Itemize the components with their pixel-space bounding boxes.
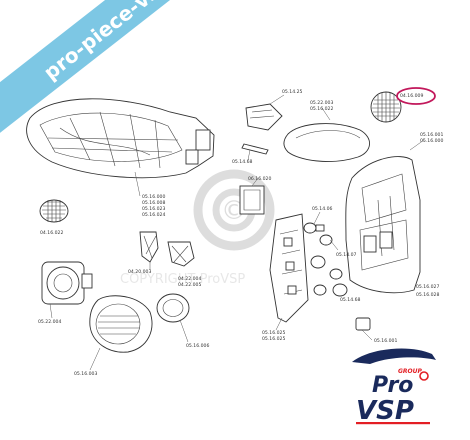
socket-part bbox=[245, 94, 285, 131]
ring-part bbox=[156, 293, 190, 343]
label-05-16-028: 05.16.028 bbox=[416, 292, 439, 298]
label-04-16-022: 04.16.022 bbox=[40, 230, 63, 236]
fog-housing bbox=[41, 261, 93, 319]
label-05-16-000-b: 05.16.000 bbox=[142, 194, 165, 200]
holder-part bbox=[239, 177, 265, 215]
clip-parts bbox=[139, 231, 195, 270]
banner-band bbox=[0, 0, 248, 137]
label-05-16-025-b: 05.16.025 bbox=[262, 336, 285, 342]
bulb-carrier bbox=[269, 213, 309, 331]
small-cap bbox=[355, 317, 373, 341]
logo-tag: GROUP bbox=[398, 368, 423, 375]
label-04-20-003: 04.20.003 bbox=[128, 269, 151, 275]
label-05-16-022: 05.16.022 bbox=[310, 106, 333, 112]
rear-lamp-housing bbox=[345, 139, 425, 294]
label-04-22-005: 04.22.005 bbox=[178, 282, 201, 288]
label-05-14-07: 05.14.07 bbox=[336, 252, 357, 258]
label-05-16-001-b: 05.16.001 bbox=[374, 338, 397, 344]
label-05-16-003: 05.16.003 bbox=[74, 371, 97, 377]
rod-part bbox=[241, 143, 269, 161]
lens-strip bbox=[283, 107, 370, 162]
logo-dot bbox=[419, 371, 429, 381]
label-05-14-68: 05.14.68 bbox=[232, 159, 253, 165]
label-05-16-001-a: 05.16.001 bbox=[420, 132, 443, 138]
label-06-16-020: 06.16.020 bbox=[248, 176, 271, 182]
label-05-16-025-a: 05.16.025 bbox=[262, 330, 285, 336]
label-05-16-023: 05.16.023 bbox=[142, 206, 165, 212]
label-05-16-008: 05.16.008 bbox=[142, 200, 165, 206]
label-05-16-024: 05.16.024 bbox=[142, 212, 165, 218]
round-lens-left bbox=[39, 199, 69, 223]
bulbs bbox=[303, 211, 348, 297]
label-05-14-06: 05.14.06 bbox=[312, 206, 333, 212]
round-lens-right bbox=[370, 91, 402, 123]
part-labels: 04.16.022 05.14.25 05.22.003 05.16.022 0… bbox=[38, 89, 443, 377]
label-05-16-006: 05.16.006 bbox=[186, 343, 209, 349]
highlight-circle bbox=[396, 87, 436, 105]
provsp-logo: GROUP Pro VSP bbox=[352, 348, 436, 426]
logo-line2: VSP bbox=[356, 396, 414, 426]
label-05-22-004: 05.22.004 bbox=[38, 319, 61, 325]
label-04-22-004: 04.22.004 bbox=[178, 276, 201, 282]
round-lamp bbox=[89, 295, 153, 371]
label-05-14-25: 05.14.25 bbox=[282, 89, 303, 95]
label-05-22-003: 05.22.003 bbox=[310, 100, 333, 106]
watermark-text: COPYRIGHT ProVSP bbox=[120, 272, 245, 287]
label-05-14-68-b: 05.14.68 bbox=[340, 297, 361, 303]
label-05-16-000-a: 05.16.000 bbox=[420, 138, 443, 144]
label-05-16-027: 05.16.027 bbox=[416, 284, 439, 290]
headlight-assembly bbox=[26, 98, 215, 197]
label-04-16-009: 04.16.009 bbox=[400, 93, 423, 99]
logo-underline bbox=[356, 422, 430, 425]
logo-line1: Pro bbox=[372, 373, 413, 398]
